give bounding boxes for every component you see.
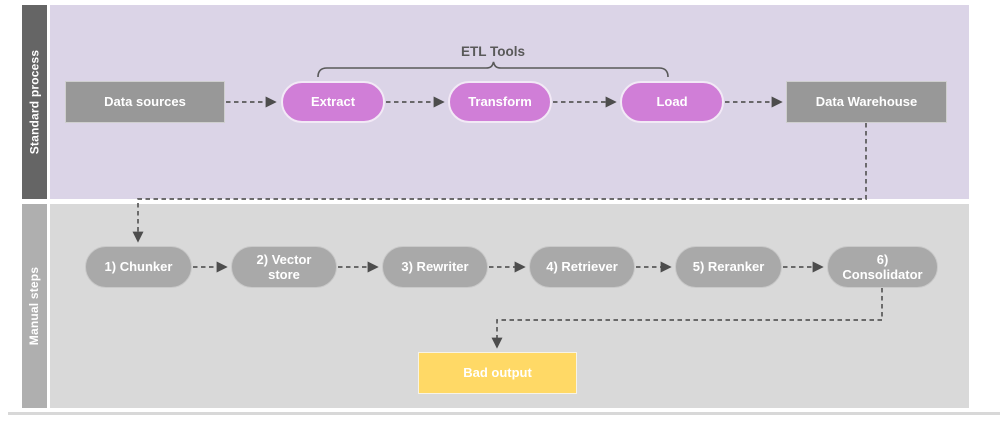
- lane-bar-manual-steps: Manual steps: [22, 204, 47, 408]
- node-extract: Extract: [281, 81, 385, 123]
- lane-label-manual-steps: Manual steps: [27, 266, 42, 346]
- node-load: Load: [620, 81, 724, 123]
- node-vector-store: 2) Vector store: [231, 246, 337, 288]
- lane-bar-standard-process: Standard process: [22, 5, 47, 199]
- node-data-warehouse: Data Warehouse: [786, 81, 947, 123]
- etl-tools-label: ETL Tools: [461, 44, 525, 59]
- node-retriever: 4) Retriever: [529, 246, 635, 288]
- node-bad-output: Bad output: [418, 352, 577, 394]
- node-transform: Transform: [448, 81, 552, 123]
- node-reranker: 5) Reranker: [675, 246, 782, 288]
- node-rewriter: 3) Rewriter: [382, 246, 488, 288]
- node-chunker: 1) Chunker: [85, 246, 192, 288]
- node-data-sources: Data sources: [65, 81, 225, 123]
- bottom-divider-line: [8, 412, 1000, 415]
- lane-label-standard-process: Standard process: [27, 49, 42, 155]
- node-consolidator: 6) Consolidator: [827, 246, 938, 288]
